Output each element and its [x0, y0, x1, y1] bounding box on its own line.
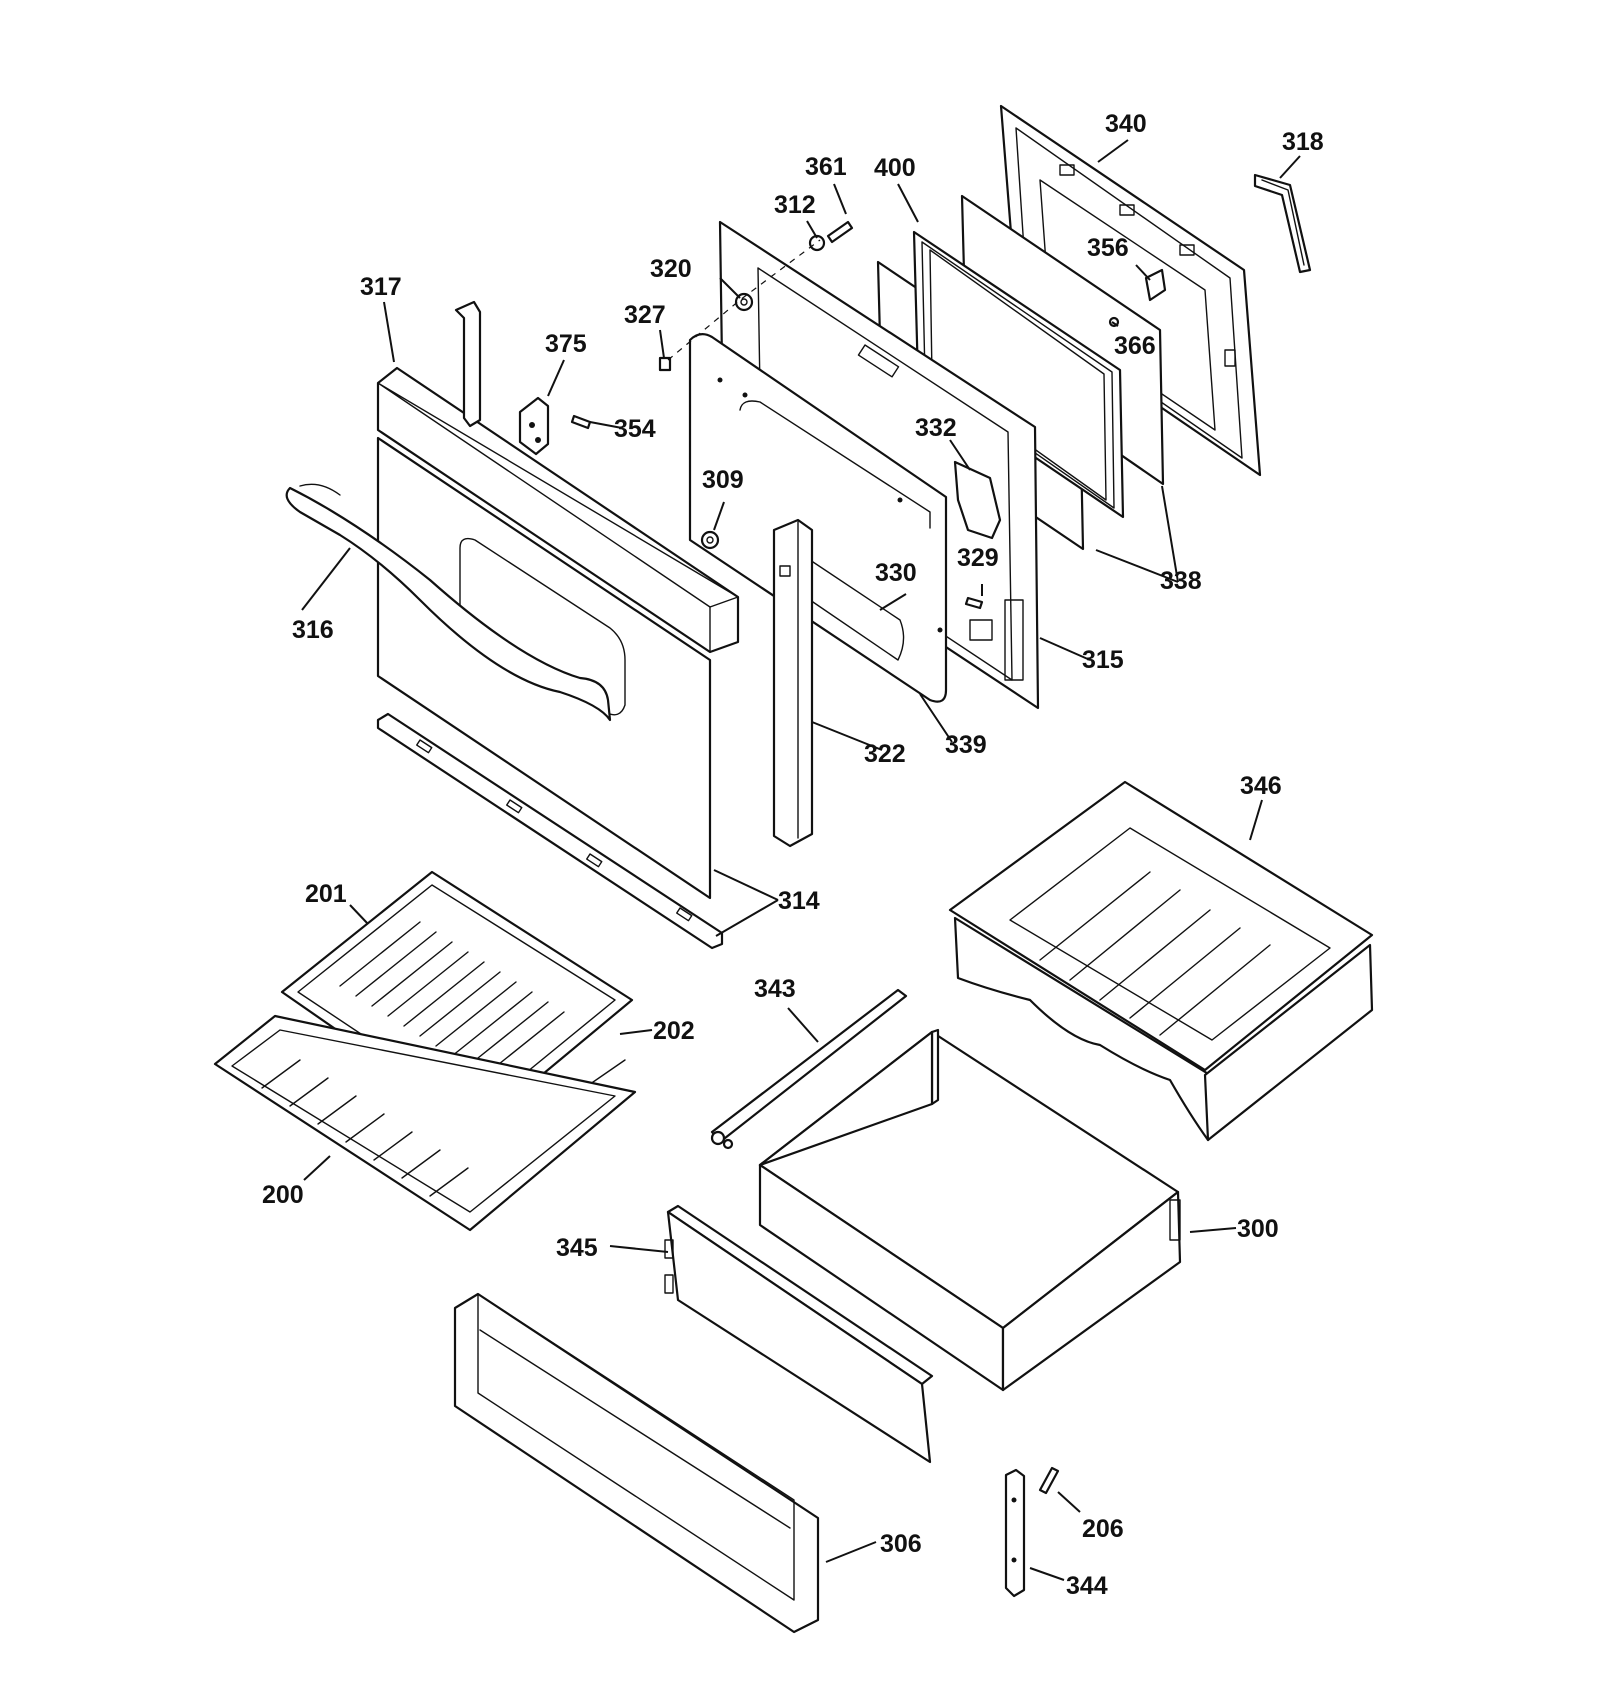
part-343-drawer-rail: [710, 988, 908, 1150]
part-316-door-handle: [285, 483, 612, 722]
callout-labels: 340 318 361 400 312 356 320 327 366 317 …: [262, 110, 1324, 1600]
callout-400: 400: [874, 154, 916, 182]
callout-316: 316: [292, 616, 334, 644]
callout-201: 201: [305, 880, 347, 908]
callout-340: 340: [1105, 110, 1147, 138]
callout-322: 322: [864, 740, 906, 768]
callout-330: 330: [875, 559, 917, 587]
callout-315: 315: [1082, 646, 1124, 674]
part-354-screw: [570, 414, 592, 430]
callout-346: 346: [1240, 772, 1282, 800]
callout-343: 343: [754, 975, 796, 1003]
callout-345: 345: [556, 1234, 598, 1262]
assembly-axis: [667, 239, 821, 361]
callout-320: 320: [650, 255, 692, 283]
callout-309: 309: [702, 466, 744, 494]
part-329-screw: [964, 596, 984, 610]
callout-366: 366: [1114, 332, 1156, 360]
part-300-drawer-box: [758, 1028, 1182, 1392]
part-361-screw: [826, 220, 854, 244]
callout-318: 318: [1282, 128, 1324, 156]
callout-339: 339: [945, 731, 987, 759]
callout-375: 375: [545, 330, 587, 358]
callout-354: 354: [614, 415, 656, 443]
part-327-clip: [658, 356, 672, 372]
callout-202: 202: [653, 1017, 695, 1045]
callout-327: 327: [624, 301, 666, 329]
part-332-bracket: [953, 460, 1002, 540]
part-356-bracket: [1144, 268, 1167, 302]
callout-314: 314: [778, 887, 820, 915]
part-322-vertical-trim: [772, 518, 814, 848]
part-206-screw: [1038, 1466, 1060, 1495]
part-345-drawer-front-bracket: [664, 1204, 934, 1464]
part-306-drawer-front: [453, 1292, 820, 1634]
part-375-hinge-bracket: [518, 396, 550, 456]
part-314-door-bottom-trim: [376, 712, 724, 950]
broiler-slots: [339, 921, 565, 1077]
leader-lines: [301, 139, 1301, 1581]
part-317-door-top-trim: [376, 300, 740, 654]
callout-312: 312: [774, 191, 816, 219]
callout-306: 306: [880, 1530, 922, 1558]
part-309-bushing: [700, 530, 720, 550]
callout-300: 300: [1237, 1215, 1279, 1243]
callout-329: 329: [957, 544, 999, 572]
part-200-oven-rack: [213, 1014, 637, 1232]
callout-344: 344: [1066, 1572, 1108, 1600]
part-346-drawer-bin: [948, 780, 1374, 1142]
part-318-gasket: [1253, 173, 1312, 274]
part-344-drawer-slide-bracket: [1004, 1468, 1026, 1598]
callout-332: 332: [915, 414, 957, 442]
part-312-washer: [808, 234, 826, 252]
part-400-window-pack: [912, 230, 1125, 519]
callout-338: 338: [1160, 567, 1202, 595]
part-201-broiler-pan-insert: [280, 870, 634, 1130]
callout-206: 206: [1082, 1515, 1124, 1543]
callout-200: 200: [262, 1181, 304, 1209]
callout-356: 356: [1087, 234, 1129, 262]
callout-361: 361: [805, 153, 847, 181]
callout-317: 317: [360, 273, 402, 301]
